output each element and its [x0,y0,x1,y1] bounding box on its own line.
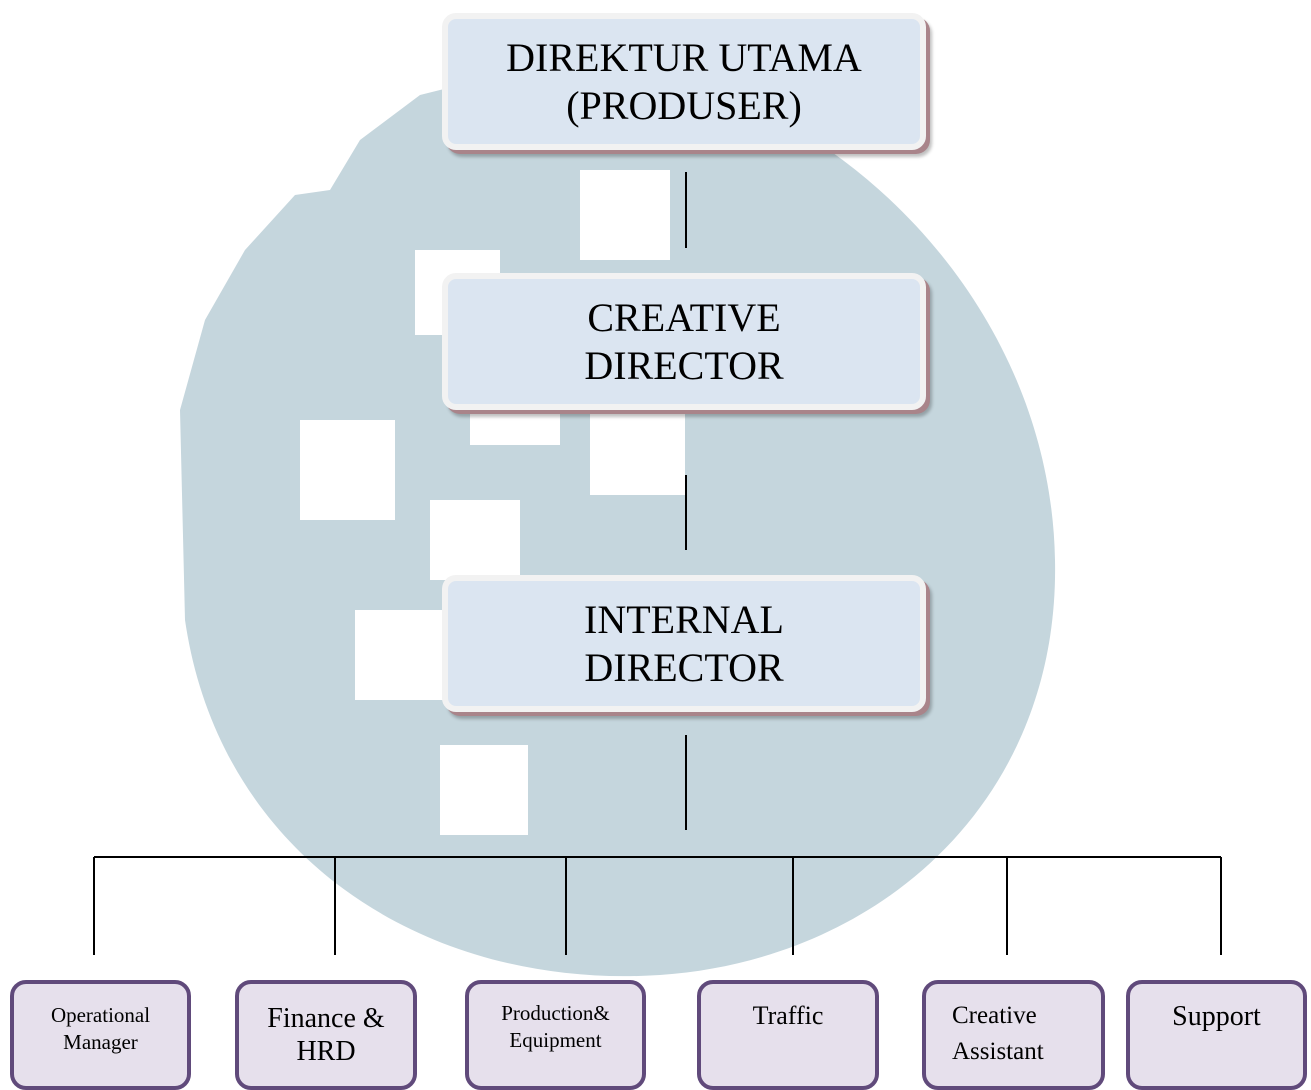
support-line1: Support [1172,1001,1261,1032]
box-finance-hrd: Finance & HRD [235,980,417,1090]
creative-line1: CREATIVE [587,294,781,340]
box-operational-manager: Operational Manager [10,980,191,1090]
box-creative-director: CREATIVE DIRECTOR [442,273,926,410]
internal-line1: INTERNAL [584,596,784,642]
operational-line1: Operational [50,1003,151,1027]
direktur-line2: (PRODUSER) [566,82,802,128]
box-traffic: Traffic [697,980,879,1090]
box-production-equipment: Production& Equipment [465,980,646,1090]
box-internal-director: INTERNAL DIRECTOR [442,575,926,712]
finance-line2: HRD [296,1036,356,1067]
creative-assistant-line2: Assistant [952,1038,1044,1065]
production-line1: Production& [501,1001,610,1025]
operational-line2: Manager [63,1030,138,1054]
box-support: Support [1126,980,1307,1090]
traffic-line1: Traffic [752,1001,824,1030]
production-line2: Equipment [509,1028,602,1052]
box-creative-assistant: Creative Assistant [922,980,1105,1090]
creative-line2: DIRECTOR [584,342,784,388]
internal-line2: DIRECTOR [584,644,784,690]
box-direktur-utama: DIREKTUR UTAMA (PRODUSER) [442,13,926,150]
finance-line1: Finance & [267,1003,385,1034]
direktur-line1: DIREKTUR UTAMA [506,34,862,80]
creative-assistant-line1: Creative [952,1002,1037,1029]
